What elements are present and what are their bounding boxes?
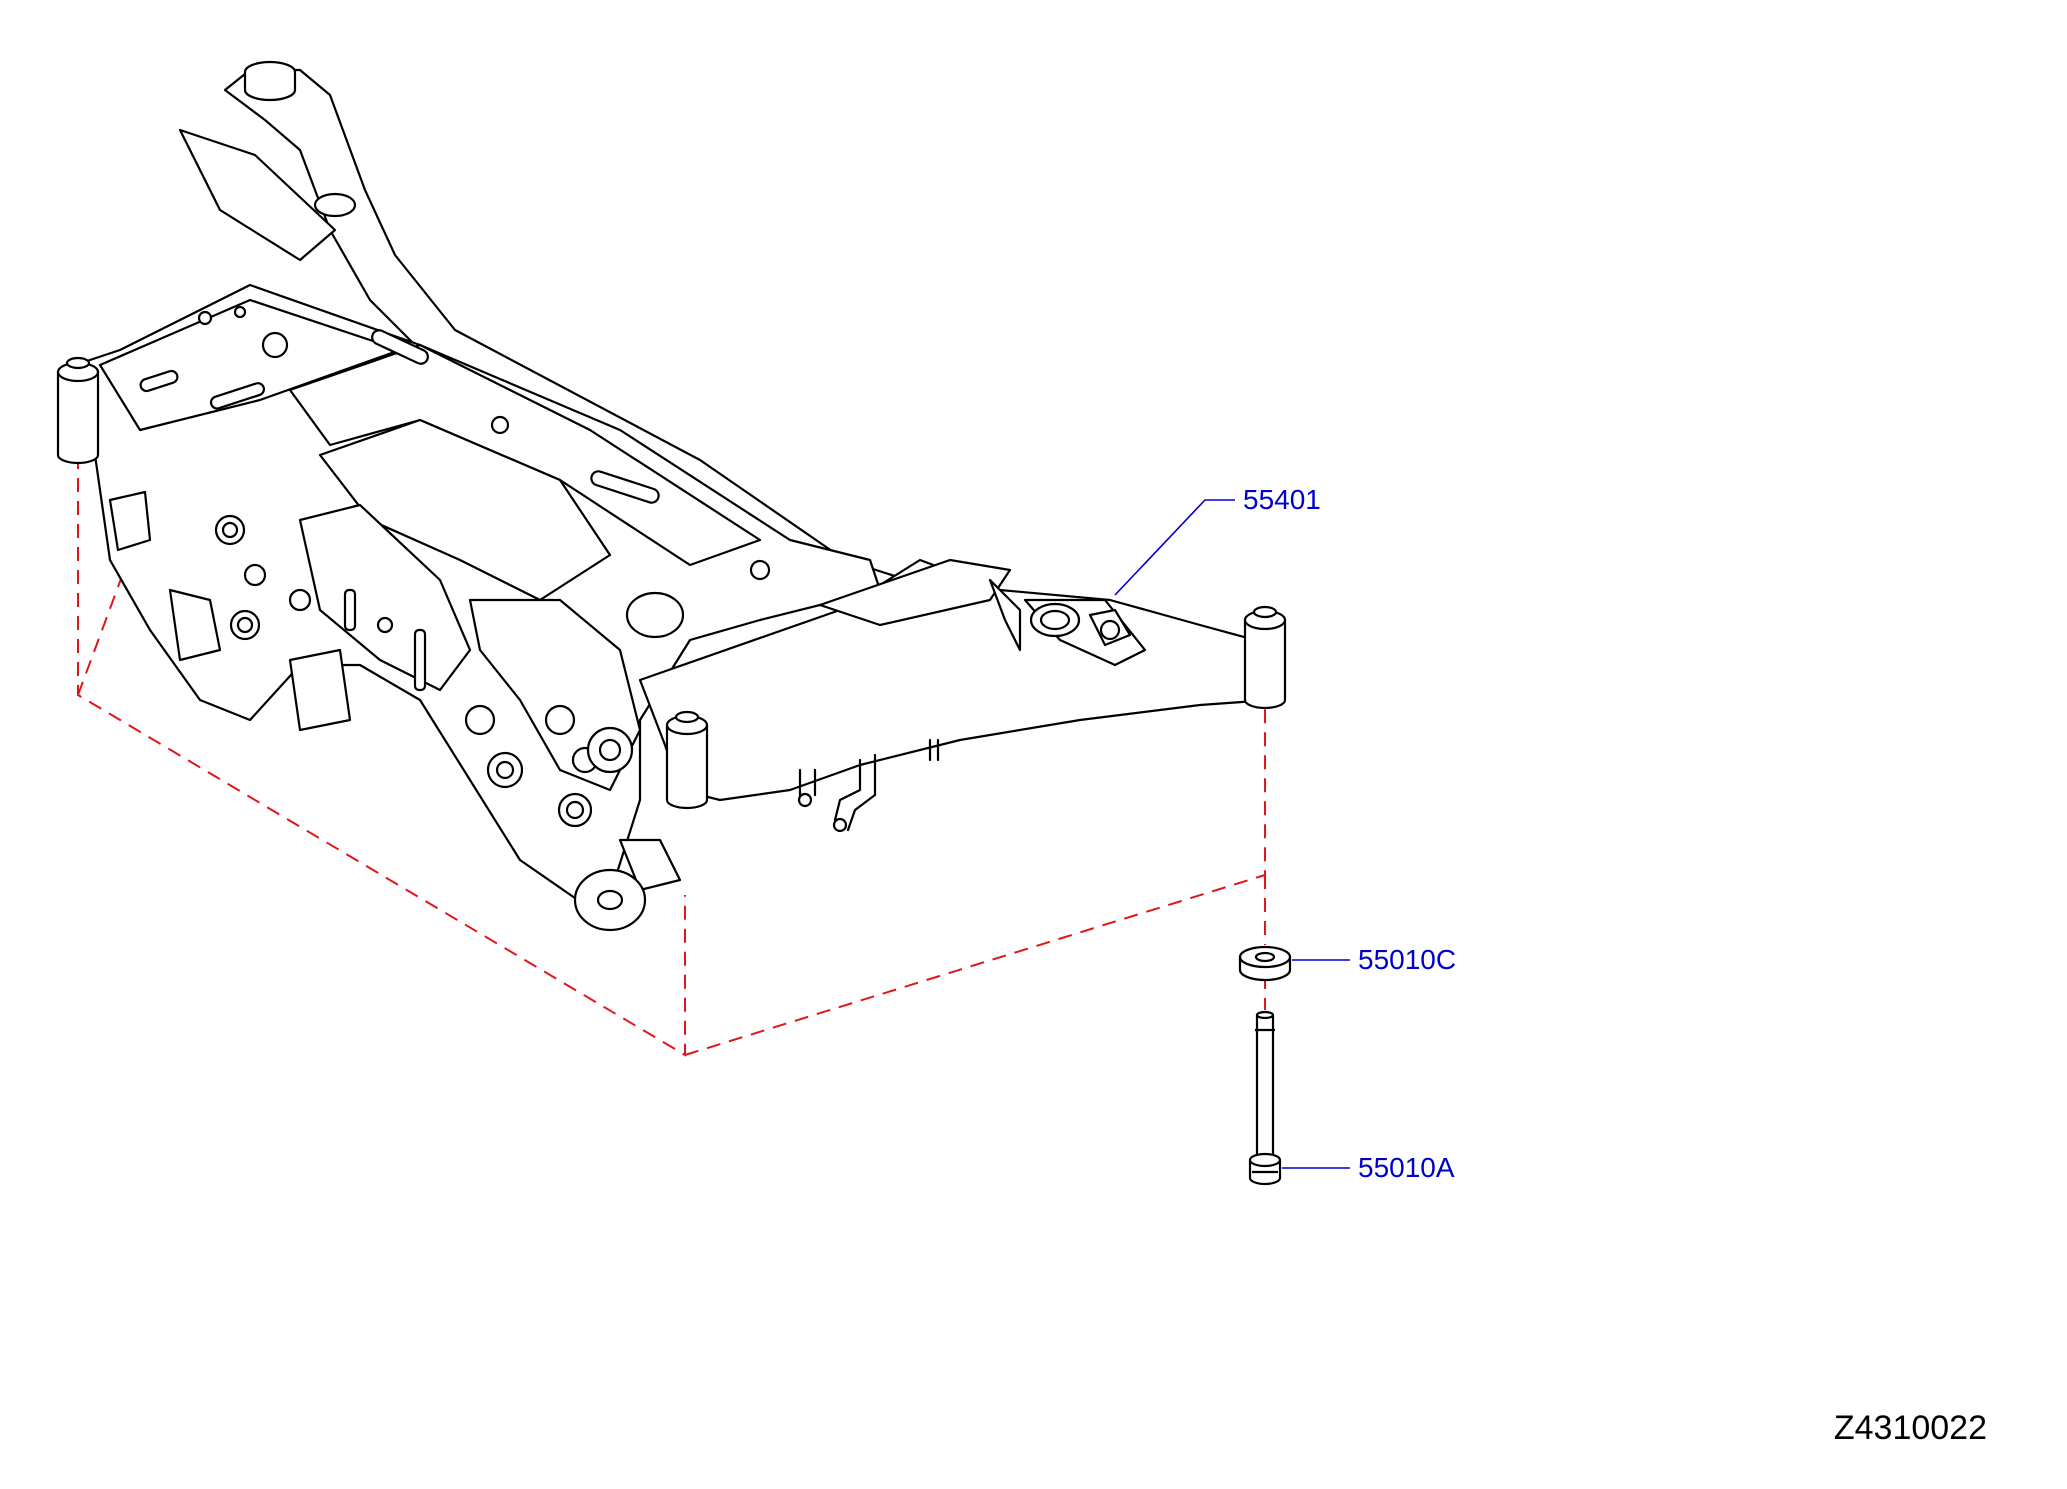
washer-drawing — [1238, 945, 1292, 982]
callout-leaders — [1114, 499, 1350, 1169]
bolt-drawing — [1248, 1010, 1282, 1186]
part-callout-55010A[interactable]: 55010A — [1358, 1152, 1455, 1183]
part-callout-55401[interactable]: 55401 — [1243, 484, 1321, 515]
right-arm-drawing — [638, 558, 1287, 833]
drawing-code: Z4310022 — [1833, 1409, 1987, 1447]
installation-phantom-lines — [77, 455, 1266, 1057]
part-callout-55010C[interactable]: 55010C — [1358, 944, 1457, 975]
rear-suspension-member-drawing — [56, 60, 1002, 932]
leader-55401 — [1114, 499, 1235, 596]
